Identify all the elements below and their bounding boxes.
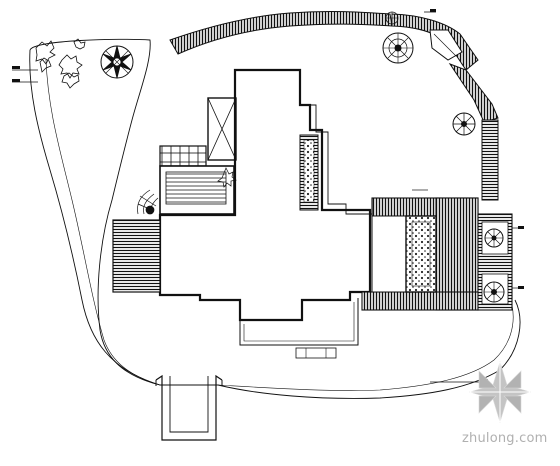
north-compass-rose [468, 360, 532, 424]
tree-symbol [100, 45, 134, 79]
tree-symbol [484, 228, 504, 248]
east-deck [361, 189, 524, 311]
curved-boardwalk [169, 9, 499, 201]
tree-symbol [382, 32, 414, 64]
shrub-symbol [35, 40, 56, 73]
tree-symbol [452, 112, 476, 136]
grid-terrace [159, 145, 237, 215]
curved-steps [137, 189, 159, 215]
south-entry [239, 298, 359, 359]
planter-strip [299, 134, 319, 211]
shrub-symbol [385, 11, 399, 25]
structure-box [207, 97, 237, 161]
tree-symbol [483, 281, 505, 303]
south-path [155, 374, 223, 441]
west-deck [112, 219, 161, 293]
shrub-symbol [58, 38, 86, 89]
site-boundary [29, 38, 521, 399]
watermark-text: zhulong.com [462, 431, 548, 446]
main-building [158, 68, 372, 322]
planting-cluster [12, 38, 134, 89]
